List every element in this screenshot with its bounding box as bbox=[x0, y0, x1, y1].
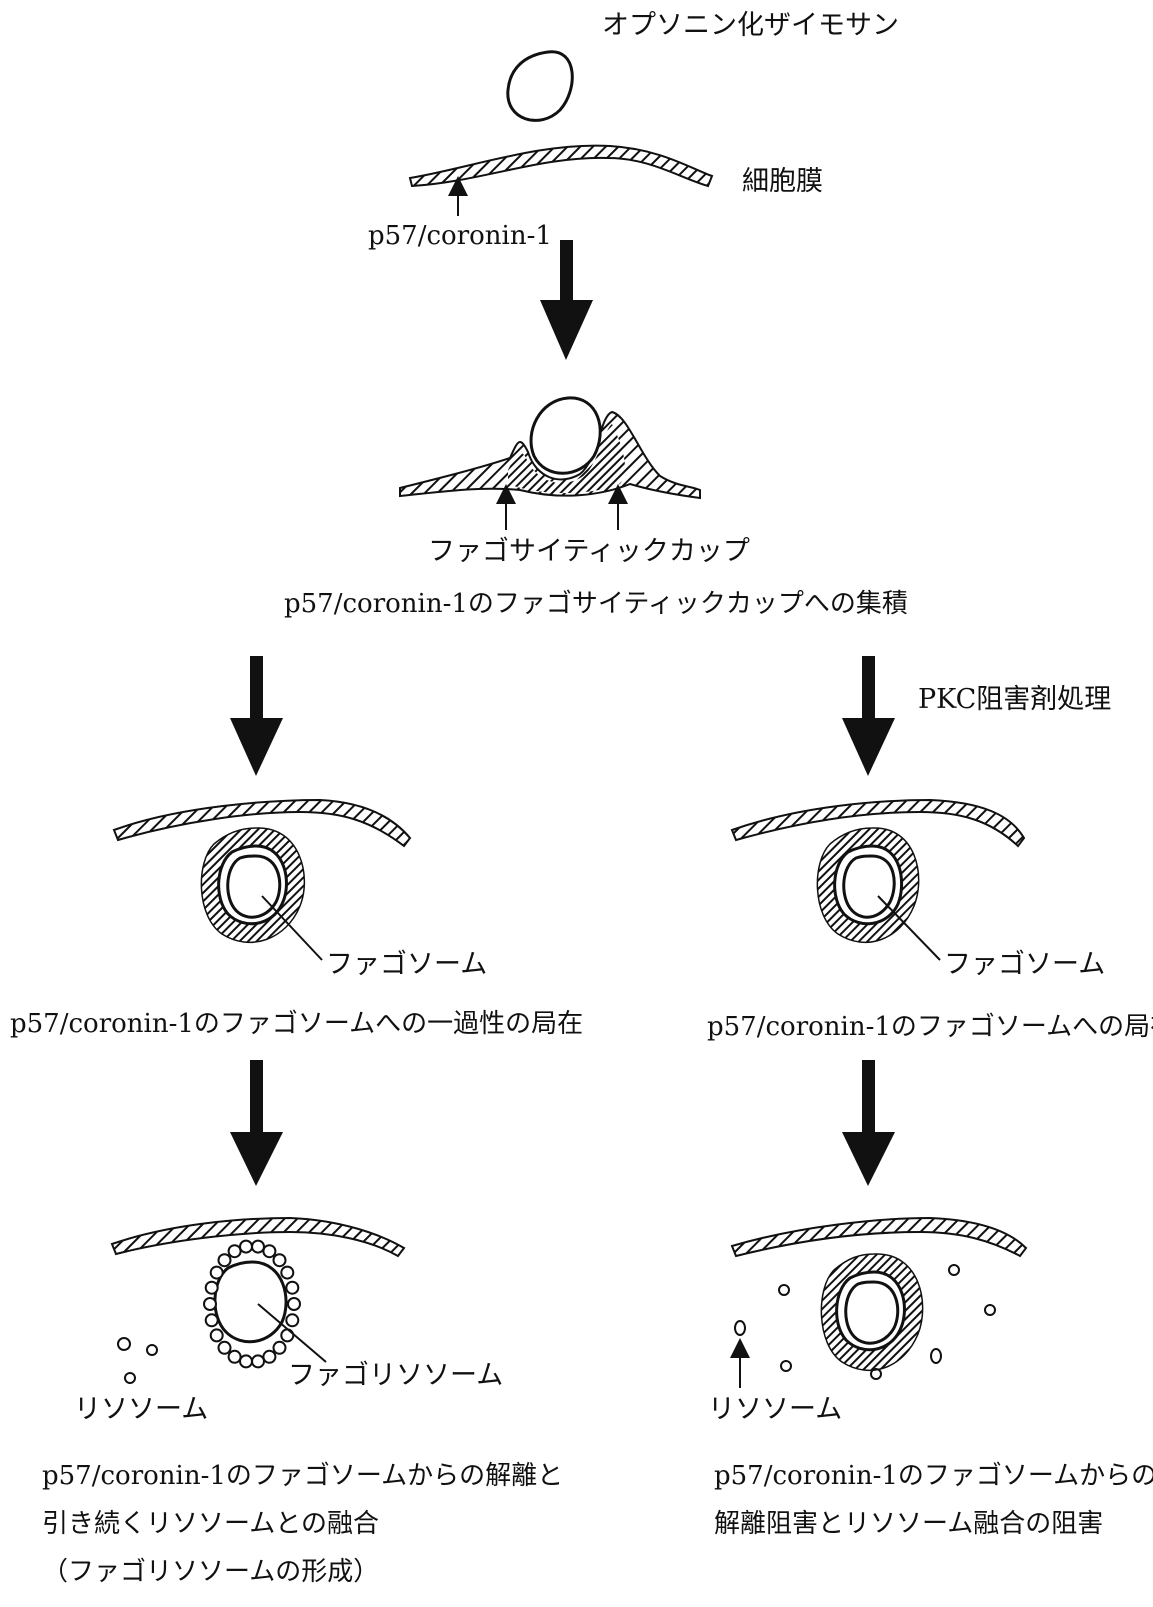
left-bottom-caption-line-2: 引き続くリソソームとの融合 bbox=[42, 1509, 379, 1539]
right-bottom-caption-line-1: p57/coronin-1のファゴソームからの bbox=[714, 1461, 1153, 1491]
right-middle-caption: p57/coronin-1のファゴソームへの局在 bbox=[707, 1012, 1153, 1042]
lysosome-left-3 bbox=[125, 1373, 135, 1383]
phagolysosome-label: ファゴリソソーム bbox=[288, 1360, 503, 1391]
lysosome-right-4 bbox=[735, 1321, 745, 1335]
phagosome-right-drawing bbox=[732, 800, 1024, 942]
ring-lysosome bbox=[263, 1245, 275, 1257]
ring-lysosome bbox=[211, 1267, 223, 1279]
ring-lysosome bbox=[211, 1329, 223, 1341]
ring-lysosome bbox=[281, 1267, 293, 1279]
lysosome-right-7 bbox=[931, 1349, 941, 1363]
ring-lysosome bbox=[252, 1355, 264, 1367]
zymosan-label: オプソニン化ザイモサン bbox=[602, 10, 899, 41]
lysosome-left-2 bbox=[147, 1345, 157, 1355]
lysosome-right-label: リソソーム bbox=[708, 1394, 842, 1425]
flow-arrow-1 bbox=[540, 240, 593, 360]
lysosome-right-2 bbox=[949, 1265, 959, 1275]
ring-lysosome bbox=[240, 1241, 252, 1253]
flow-arrow-right-2 bbox=[842, 1060, 895, 1186]
cup-label: ファゴサイティックカップ bbox=[428, 536, 750, 567]
right-bottom-caption-line-2: 解離阻害とリソソーム融合の阻害 bbox=[714, 1509, 1103, 1539]
lysosome-left-label: リソソーム bbox=[74, 1394, 208, 1425]
ring-lysosome bbox=[274, 1342, 286, 1354]
lysosome-right-5 bbox=[781, 1361, 791, 1371]
ring-lysosome bbox=[263, 1351, 275, 1363]
phagocytic-cup-drawing bbox=[400, 398, 700, 498]
lysosome-right-3 bbox=[985, 1305, 995, 1315]
ring-lysosome bbox=[219, 1254, 231, 1266]
phagosome-right-label: ファゴソーム bbox=[944, 949, 1105, 980]
ring-lysosome bbox=[206, 1314, 218, 1326]
ring-lysosome bbox=[206, 1282, 218, 1294]
ring-lysosome bbox=[252, 1241, 264, 1253]
ring-lysosome bbox=[274, 1254, 286, 1266]
phagolysosome-drawing bbox=[112, 1218, 404, 1342]
membrane-label: 細胞膜 bbox=[742, 166, 823, 197]
ring-lysosome bbox=[229, 1351, 241, 1363]
phagosome-left-label: ファゴソーム bbox=[326, 949, 487, 980]
left-bottom-caption-line-1: p57/coronin-1のファゴソームからの解離と bbox=[42, 1461, 563, 1491]
ring-lysosome bbox=[204, 1298, 216, 1310]
zymosan-particle bbox=[508, 52, 572, 121]
lysosome-left-1 bbox=[118, 1338, 130, 1350]
ring-lysosome bbox=[219, 1342, 231, 1354]
ring-lysosome bbox=[240, 1355, 252, 1367]
lysosome-right-1 bbox=[779, 1285, 789, 1295]
cup-caption: p57/coronin-1のファゴサイティックカップへの集積 bbox=[284, 589, 908, 619]
ring-lysosome bbox=[281, 1329, 293, 1341]
ring-lysosome bbox=[288, 1298, 300, 1310]
flow-arrow-right bbox=[842, 656, 895, 776]
ring-lysosome bbox=[286, 1282, 298, 1294]
left-middle-caption: p57/coronin-1のファゴソームへの一過性の局在 bbox=[10, 1009, 583, 1039]
left-bottom-caption-line-3: （ファゴリソソームの形成） bbox=[42, 1557, 379, 1587]
flow-arrow-left bbox=[230, 656, 283, 776]
pkc-inhibitor-label: PKC阻害剤処理 bbox=[918, 684, 1111, 715]
ring-lysosome bbox=[229, 1245, 241, 1257]
ring-lysosome bbox=[286, 1314, 298, 1326]
inhibited-phagosome-drawing bbox=[732, 1218, 1026, 1370]
cell-membrane-top bbox=[410, 146, 712, 186]
flow-arrow-left-2 bbox=[230, 1060, 283, 1186]
phagosome-left-drawing bbox=[114, 800, 410, 942]
coronin-label-top: p57/coronin-1 bbox=[368, 221, 552, 251]
